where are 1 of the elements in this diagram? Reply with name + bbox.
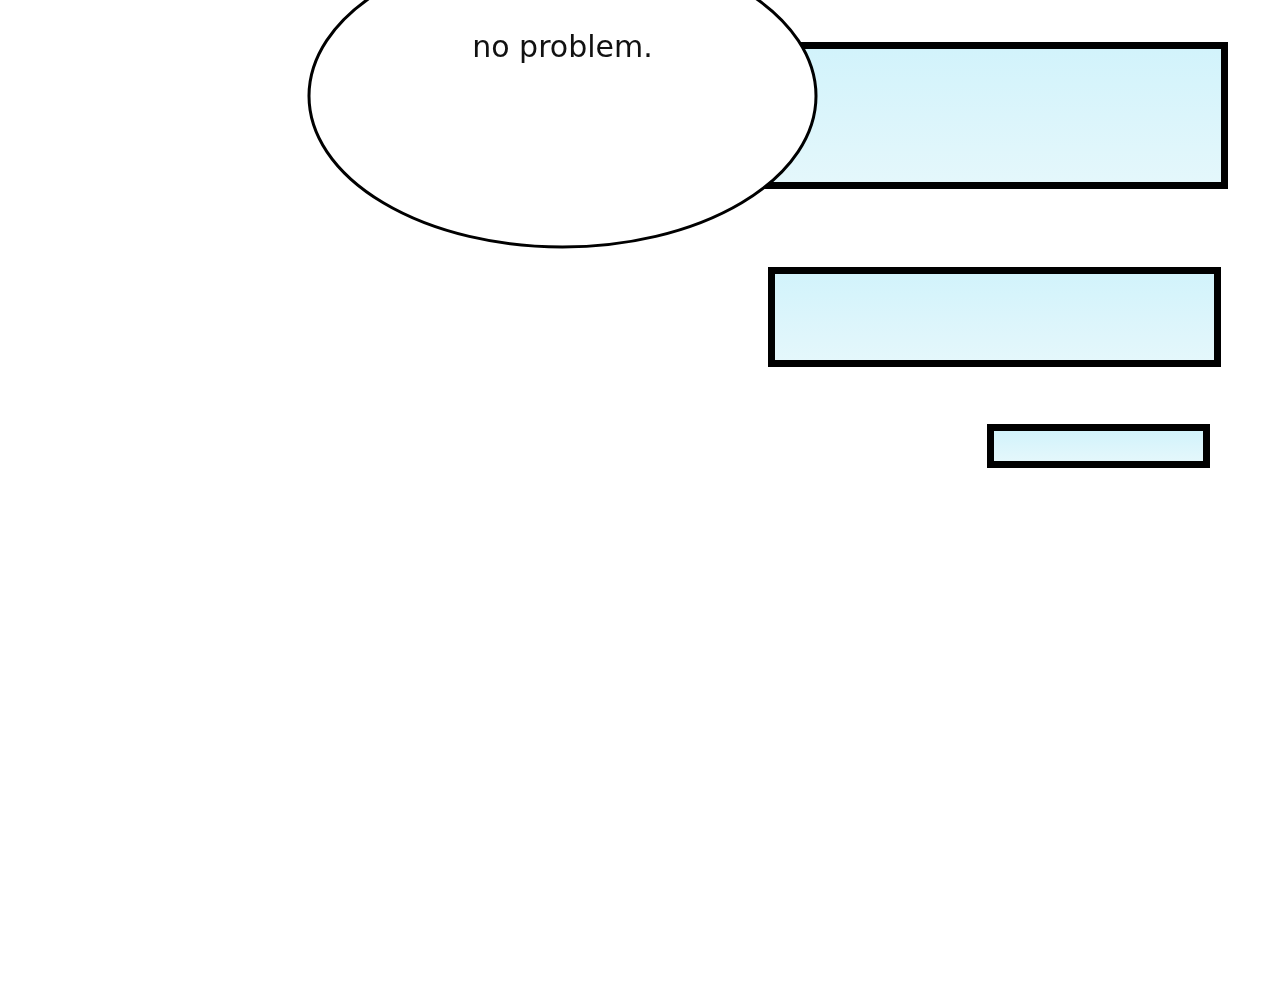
dialogue-text: no problem. <box>472 29 653 65</box>
